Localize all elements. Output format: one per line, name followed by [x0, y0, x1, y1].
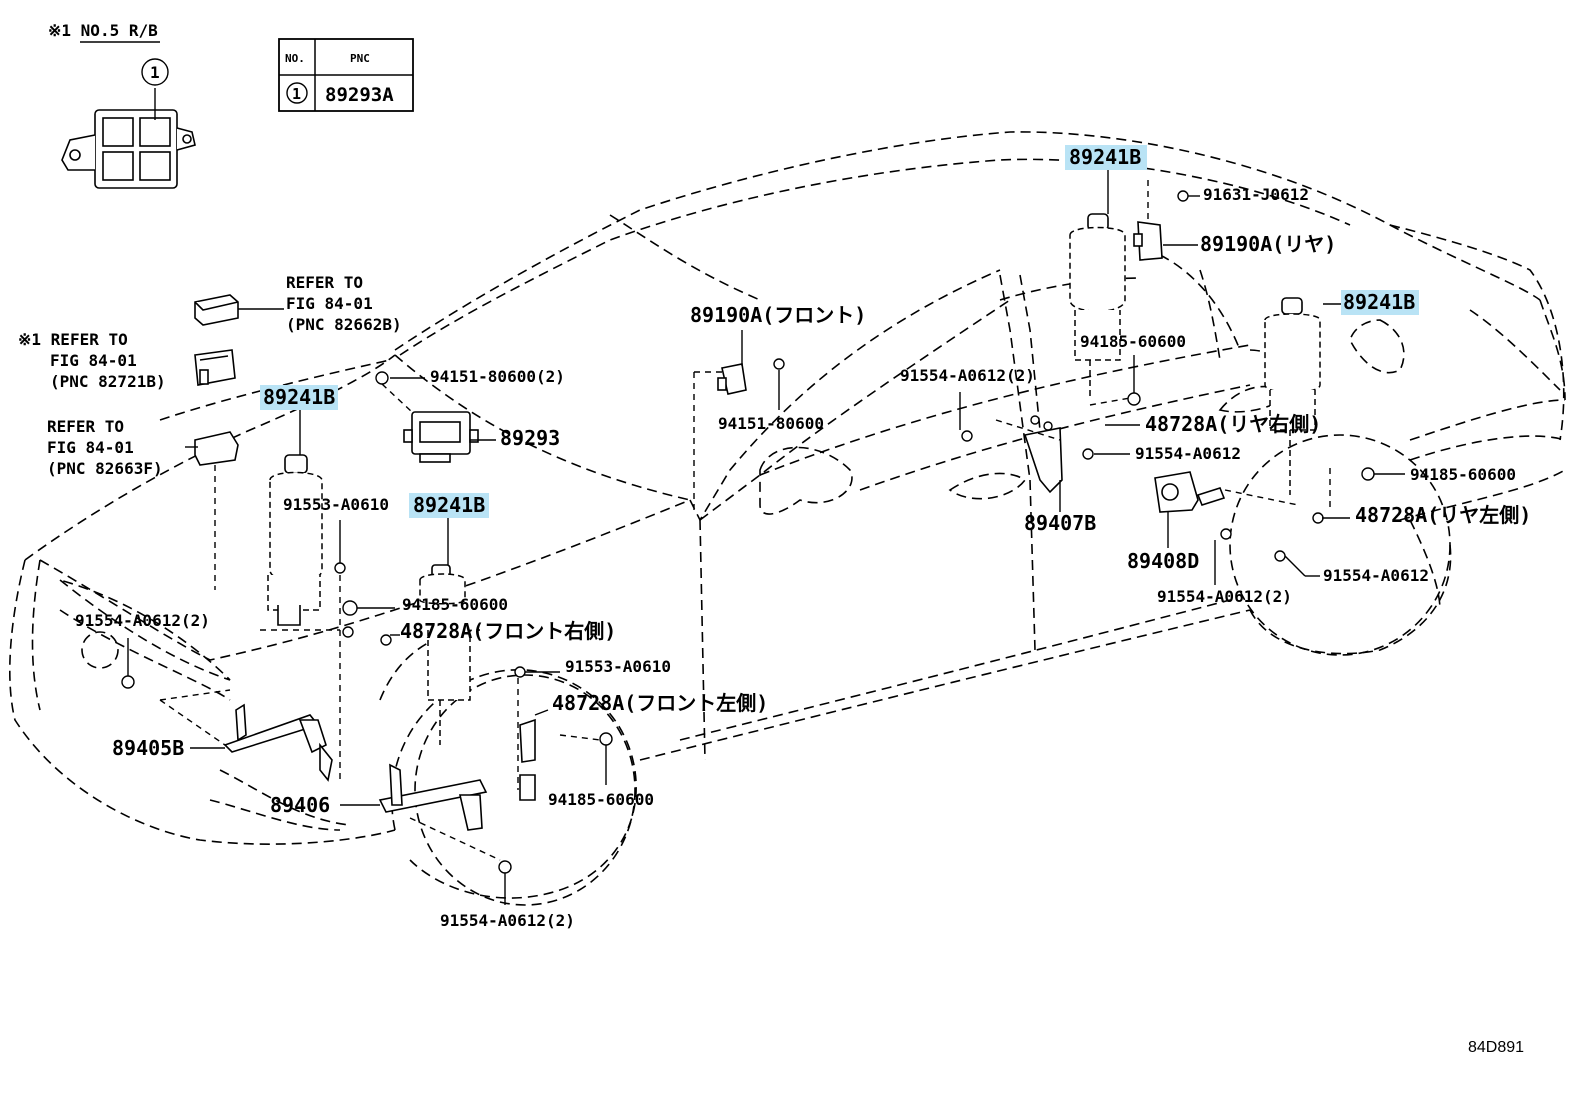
part-label-89405b: 89405B — [112, 736, 184, 760]
part-label-94151-ecu: 94151-80600(2) — [430, 367, 565, 386]
refer-line2: FIG 84-01 — [50, 351, 137, 370]
part-label-89408d: 89408D — [1127, 549, 1199, 573]
part-label-94185-front-left: 94185-60600 — [548, 790, 654, 809]
part-label-91554-rear-left-2: 91554-A0612(2) — [1157, 587, 1292, 606]
part-label-94185-rear: 94185-60600 — [1080, 332, 1186, 351]
rear-left-height-sensor — [1154, 471, 1226, 513]
part-label-48728a-rear-right: 48728A(リヤ右側) — [1145, 412, 1321, 436]
pnc-table-row-pnc: 89293A — [325, 84, 394, 106]
refer-line2: FIG 84-01 — [47, 438, 134, 457]
rear-pressure-sensor — [1133, 221, 1163, 261]
pnc-table: NO. PNC 1 89293A — [278, 38, 414, 112]
part-label-91553-front-right: 91553-A0610 — [283, 495, 389, 514]
refer-line3: (PNC 82662B) — [286, 315, 402, 334]
part-label-91554-rear-left: 91554-A0612 — [1323, 566, 1429, 585]
part-label-91553-front-left: 91553-A0610 — [565, 657, 671, 676]
sensor-module-82663f — [194, 431, 239, 466]
refer-line1: REFER TO — [47, 417, 124, 436]
part-label-89407b: 89407B — [1024, 511, 1096, 535]
rear-right-height-sensor — [1023, 415, 1063, 494]
pnc-table-header-pnc: PNC — [350, 52, 370, 65]
pnc-table-row-no: 1 — [292, 85, 301, 103]
part-label-48728a-rear-left: 48728A(リヤ左側) — [1355, 503, 1531, 527]
part-label-94151: 94151-80600 — [718, 414, 824, 433]
suspension-ecu-89293 — [403, 411, 479, 463]
front-right-height-sensor — [223, 703, 333, 782]
part-label-89293: 89293 — [500, 426, 560, 450]
part-label-91554-front-right-2: 91554-A0612(2) — [75, 611, 210, 630]
part-label-89241b-rear-left: 89241B — [1343, 290, 1415, 314]
front-pressure-sensor — [717, 363, 747, 395]
rear-left-air-strut — [1264, 297, 1321, 495]
figure-id: 84D891 — [1468, 1039, 1524, 1056]
front-left-air-strut — [419, 564, 471, 745]
part-label-48728a-front-right: 48728A(フロント右側) — [400, 619, 616, 643]
refer-block-82721b: ※1 REFER TO FIG 84-01 (PNC 82721B) — [18, 330, 166, 391]
sensor-module-82662b — [194, 294, 239, 326]
rear-right-air-strut — [1069, 213, 1126, 400]
sensor-module-82721b — [194, 349, 236, 386]
relay-block — [61, 109, 196, 189]
part-label-48728a-front-left: 48728A(フロント左側) — [552, 691, 768, 715]
part-label-89241b-rear-right: 89241B — [1069, 145, 1141, 169]
part-label-89190a-rear: 89190A(リヤ) — [1200, 232, 1336, 256]
refer-line1: ※1 REFER TO — [18, 330, 128, 349]
refer-line3: (PNC 82663F) — [47, 459, 163, 478]
part-label-91554-rear-right: 91554-A0612 — [1135, 444, 1241, 463]
refer-block-82662b: REFER TO FIG 84-01 (PNC 82662B) — [286, 273, 402, 334]
fasteners — [121, 190, 1375, 874]
part-label-91631: 91631-J0612 — [1203, 185, 1309, 204]
part-label-91554-front-left-2: 91554-A0612(2) — [440, 911, 575, 930]
junction-callout-number: 1 — [150, 63, 160, 82]
part-label-94185-front-right: 94185-60600 — [402, 595, 508, 614]
part-label-89241b-front-right: 89241B — [263, 385, 335, 409]
refer-line3: (PNC 82721B) — [50, 372, 166, 391]
part-label-89241b-front-left: 89241B — [413, 493, 485, 517]
part-label-89190a-front: 89190A(フロント) — [690, 303, 866, 327]
refer-block-82663f: REFER TO FIG 84-01 (PNC 82663F) — [47, 417, 163, 478]
part-label-94185-rear-left: 94185-60600 — [1410, 465, 1516, 484]
junction-callout: 1 — [141, 58, 169, 86]
refer-line2: FIG 84-01 — [286, 294, 373, 313]
leader-lines — [127, 88, 1405, 905]
front-left-height-sensor — [378, 718, 536, 831]
refer-line1: REFER TO — [286, 273, 363, 292]
part-label-89406: 89406 — [270, 793, 330, 817]
front-right-air-strut — [267, 454, 323, 626]
pnc-table-header-no: NO. — [285, 52, 305, 65]
note-header: ※1 NO.5 R/B — [48, 21, 158, 40]
part-label-91554-mid: 91554-A0612(2) — [900, 366, 1035, 385]
